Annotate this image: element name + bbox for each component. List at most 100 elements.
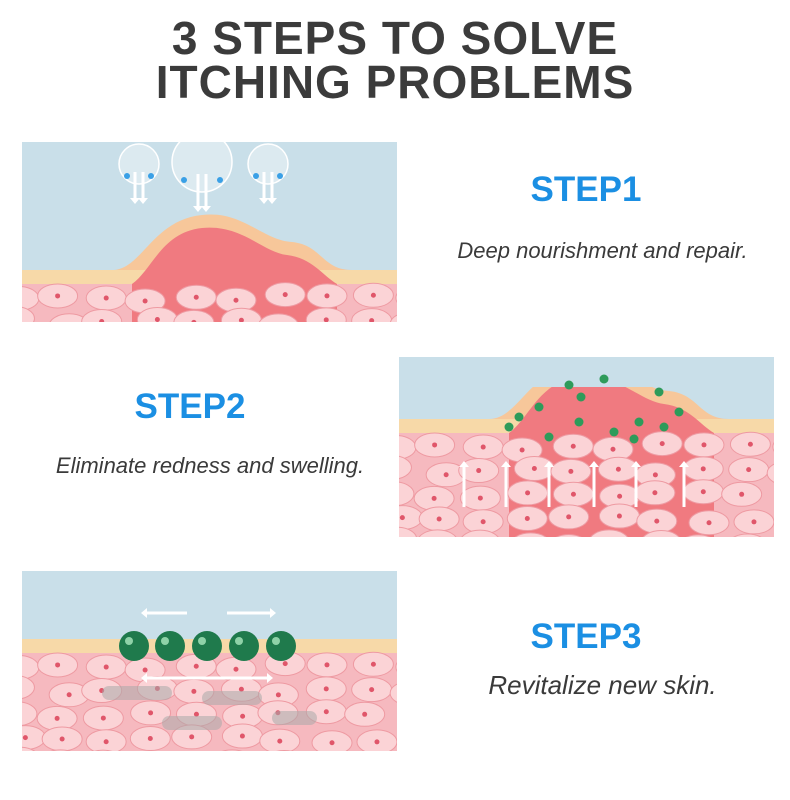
cell-nucleus — [193, 711, 199, 717]
cell-nucleus — [22, 735, 28, 741]
cell-nucleus — [659, 441, 665, 447]
step2-label: STEP2 — [134, 387, 246, 426]
arrowhead-icon — [459, 461, 469, 467]
active-ingredient-dot — [544, 432, 554, 442]
skin-cell — [93, 749, 113, 751]
active-ingredient-dot — [574, 417, 584, 427]
cell-nucleus — [610, 446, 616, 452]
cell-nucleus — [739, 491, 745, 497]
cell-nucleus — [323, 709, 329, 715]
active-ingredient-dot — [609, 427, 619, 437]
cell-nucleus — [324, 293, 330, 299]
repair-patch — [202, 691, 262, 705]
droplet-icon — [253, 173, 259, 179]
cell-nucleus — [431, 495, 437, 501]
skin-cell — [399, 481, 415, 506]
arrowhead-icon — [544, 461, 554, 467]
skin-cell — [22, 306, 35, 322]
skin-cell — [81, 309, 123, 322]
cell-nucleus — [239, 733, 245, 739]
skin-cell — [514, 532, 547, 537]
cell-nucleus — [568, 468, 574, 474]
cell-nucleus — [66, 692, 72, 698]
arrowhead-icon — [679, 461, 689, 467]
skin-cell — [22, 701, 38, 726]
arrowhead-icon — [259, 198, 269, 204]
cell-nucleus — [55, 293, 61, 299]
cell-nucleus — [399, 515, 405, 521]
cell-nucleus — [59, 736, 65, 742]
cell-nucleus — [323, 317, 329, 322]
droplet-icon — [148, 173, 154, 179]
skin-cell — [685, 534, 711, 537]
cell-nucleus — [566, 514, 572, 520]
cell-nucleus — [436, 516, 442, 522]
skin-cell — [733, 533, 762, 537]
sphere-highlight — [161, 637, 169, 645]
cell-nucleus — [432, 442, 438, 448]
step3-illustration — [22, 571, 397, 751]
cell-nucleus — [370, 292, 376, 298]
cell-nucleus — [148, 710, 154, 716]
cell-nucleus — [191, 688, 197, 694]
cell-nucleus — [142, 667, 148, 673]
skin-cell — [395, 292, 397, 303]
arrowhead-icon — [138, 198, 148, 204]
cell-nucleus — [370, 661, 376, 667]
cell-nucleus — [193, 294, 199, 300]
cell-nucleus — [329, 740, 335, 746]
repair-patch — [162, 716, 222, 730]
cell-nucleus — [55, 662, 61, 668]
sphere-highlight — [235, 637, 243, 645]
active-ingredient-dot — [654, 387, 664, 397]
active-ingredient-dot — [564, 380, 574, 390]
step3-description: Revitalize new skin. — [488, 670, 717, 700]
cell-nucleus — [362, 711, 368, 717]
active-ingredient-dot — [514, 412, 524, 422]
cell-nucleus — [570, 443, 576, 449]
cell-nucleus — [103, 664, 109, 670]
cell-nucleus — [747, 441, 753, 447]
green-sphere — [229, 631, 259, 661]
skin-cell — [50, 749, 71, 751]
cell-nucleus — [100, 715, 106, 721]
cell-nucleus — [282, 661, 288, 667]
step1-description: Deep nourishment and repair. — [457, 238, 748, 263]
green-sphere — [192, 631, 222, 661]
cell-nucleus — [652, 490, 658, 496]
skin-cell — [22, 675, 35, 700]
active-ingredient-dot — [674, 407, 684, 417]
cell-nucleus — [142, 298, 148, 304]
arrowhead-icon — [130, 198, 140, 204]
skin-cell — [766, 463, 774, 483]
cell-nucleus — [524, 516, 530, 522]
arrowhead-icon — [267, 198, 277, 204]
cell-nucleus — [615, 466, 621, 472]
cell-nucleus — [103, 295, 109, 301]
repair-patch — [272, 711, 317, 725]
cell-nucleus — [374, 739, 380, 745]
cell-nucleus — [54, 715, 60, 721]
arrowhead-icon — [193, 206, 203, 212]
cell-nucleus — [193, 663, 199, 669]
sphere-highlight — [198, 637, 206, 645]
cell-nucleus — [99, 319, 105, 322]
cell-nucleus — [369, 687, 375, 693]
cell-nucleus — [103, 739, 109, 745]
skin-cell — [555, 534, 582, 537]
arrowhead-icon — [267, 673, 273, 683]
active-ingredient-dot — [534, 402, 544, 412]
step1-label: STEP1 — [530, 170, 642, 209]
page-title-line2: ITCHING PROBLEMS — [155, 56, 635, 108]
cell-nucleus — [238, 317, 244, 322]
arrowhead-icon — [201, 206, 211, 212]
arrowhead-icon — [270, 608, 276, 618]
skin-cell — [418, 529, 457, 537]
skin-cell — [642, 530, 680, 537]
page-title-line1: 3 STEPS TO SOLVE — [171, 12, 619, 64]
cell-nucleus — [282, 292, 288, 298]
cell-nucleus — [275, 692, 281, 698]
cell-nucleus — [531, 466, 537, 472]
cell-nucleus — [154, 317, 160, 322]
skin-cell — [221, 749, 243, 751]
